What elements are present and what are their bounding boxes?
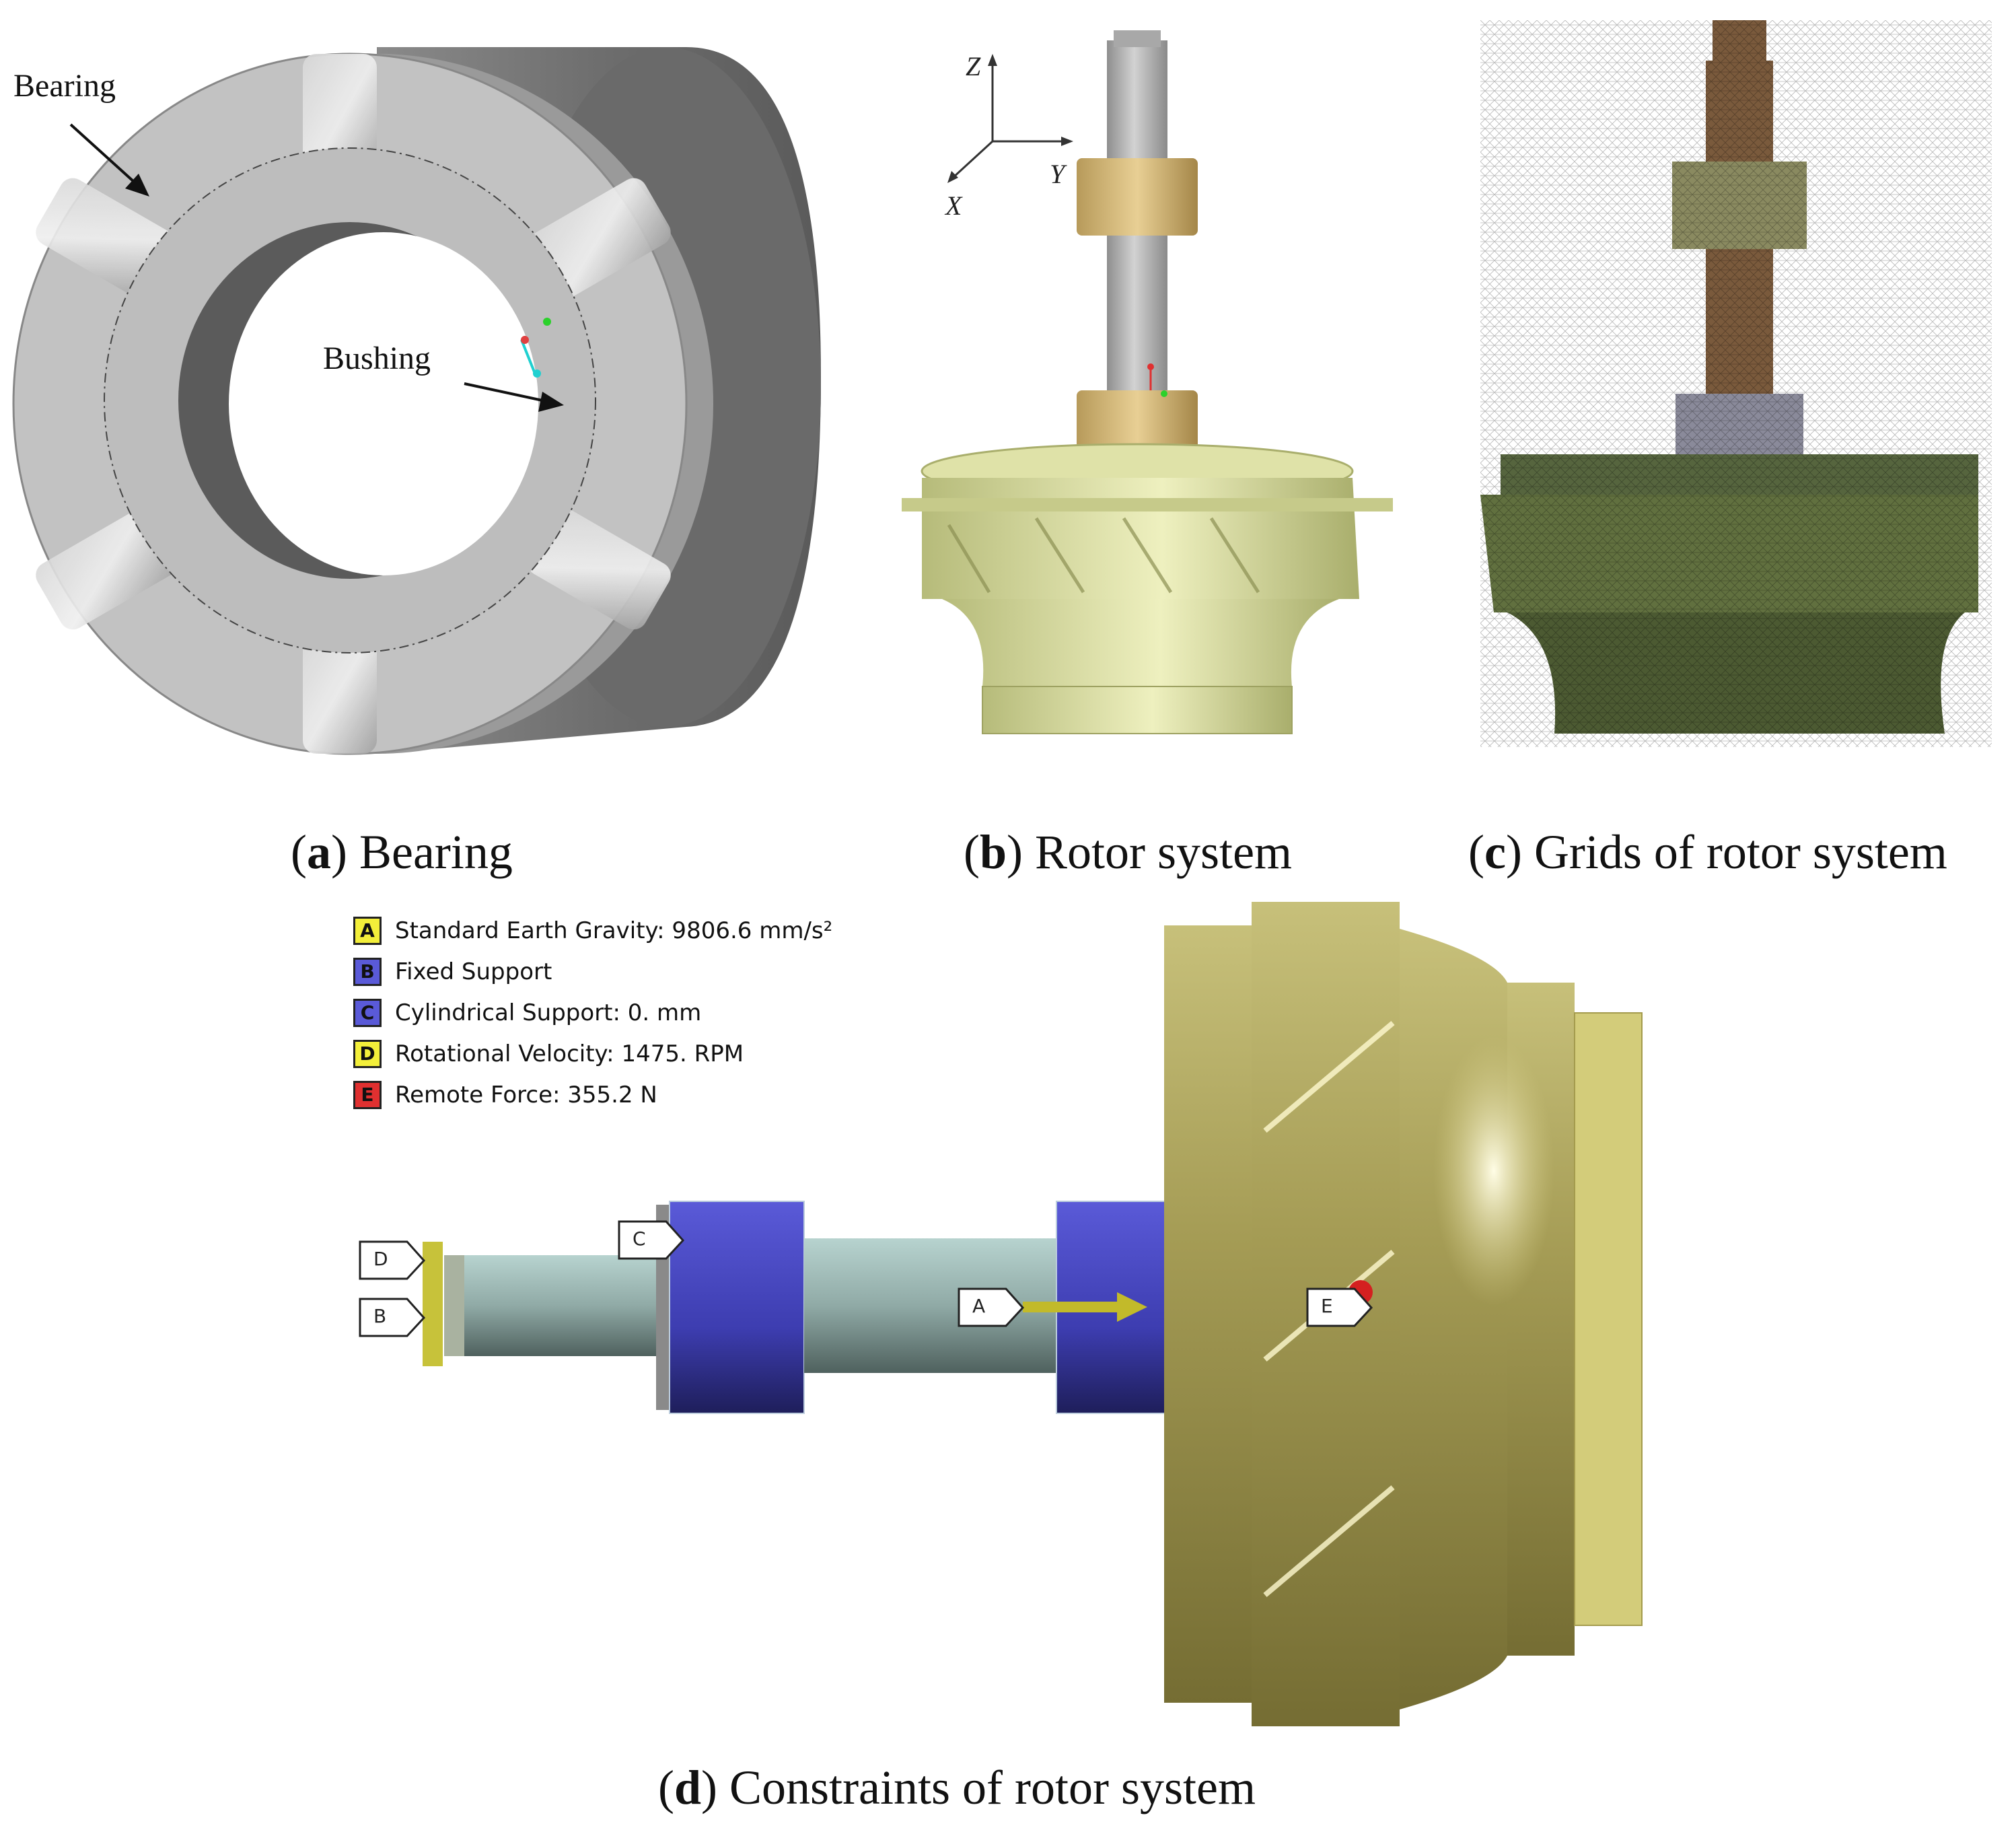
caption-d: (d) Constraints of rotor system (658, 1761, 1256, 1814)
legend-key-d: D (353, 1039, 382, 1068)
caption-c-text: Grids of rotor system (1534, 825, 1947, 879)
tag-d: D (373, 1248, 388, 1270)
axis-y-label: Y (1050, 159, 1065, 189)
tag-e: E (1321, 1295, 1333, 1317)
label-bushing: Bushing (323, 341, 431, 376)
caption-a-text: Bearing (359, 825, 513, 879)
axis-z-label: Z (966, 51, 981, 81)
caption-a: (a) Bearing (291, 825, 513, 879)
legend-key-c: C (353, 998, 382, 1027)
constraint-legend: A Standard Earth Gravity: 9806.6 mm/s² B… (353, 910, 832, 1115)
label-bearing: Bearing (13, 68, 116, 104)
constraints-illustration (359, 902, 1643, 1726)
axis-x-label: X (945, 190, 962, 221)
legend-row-c: C Cylindrical Support: 0. mm (353, 992, 832, 1033)
legend-key-e: E (353, 1080, 382, 1109)
tag-c: C (633, 1228, 646, 1250)
legend-key-a: A (353, 916, 382, 945)
panel-d-constraints: D B C A E (350, 888, 1696, 1730)
legend-row-b: B Fixed Support (353, 951, 832, 992)
caption-b-text: Rotor system (1035, 825, 1293, 879)
legend-row-a: A Standard Earth Gravity: 9806.6 mm/s² (353, 910, 832, 951)
legend-text-b: Fixed Support (395, 958, 552, 985)
caption-a-letter: a (306, 825, 331, 879)
bearing-illustration (12, 47, 821, 755)
legend-text-a: Standard Earth Gravity: 9806.6 mm/s² (395, 917, 833, 944)
legend-row-d: D Rotational Velocity: 1475. RPM (353, 1033, 832, 1074)
caption-c: (c) Grids of rotor system (1468, 825, 1947, 879)
legend-text-d: Rotational Velocity: 1475. RPM (395, 1040, 744, 1067)
legend-key-b: B (353, 957, 382, 986)
legend-row-e: E Remote Force: 355.2 N (353, 1074, 832, 1115)
legend-text-c: Cylindrical Support: 0. mm (395, 999, 702, 1026)
panel-a-bearing: Bearing Bushing (0, 0, 834, 781)
legend-text-e: Remote Force: 355.2 N (395, 1081, 657, 1108)
rotor-illustration (902, 30, 1393, 734)
mesh-illustration (1480, 20, 1992, 747)
tag-a: A (972, 1295, 986, 1317)
caption-b-letter: b (979, 825, 1007, 879)
panel-c-grids (1480, 20, 1992, 747)
caption-d-text: Constraints of rotor system (729, 1761, 1256, 1814)
tag-b: B (373, 1305, 387, 1327)
caption-b: (b) Rotor system (964, 825, 1293, 879)
panel-b-rotor-system: Z Y X (881, 13, 1420, 761)
caption-d-letter: d (674, 1761, 702, 1814)
caption-c-letter: c (1484, 825, 1506, 879)
